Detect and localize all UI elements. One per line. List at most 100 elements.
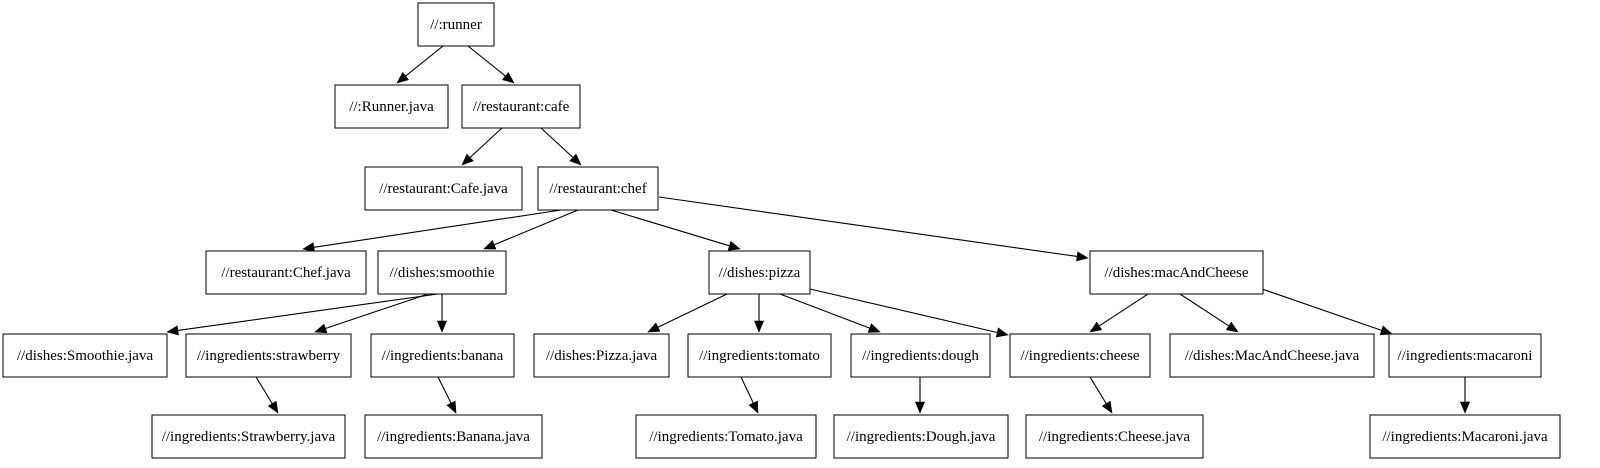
graph-node[interactable]: //dishes:MacAndCheese.java [1169,333,1375,378]
edge-arrowhead [461,153,474,166]
node-box[interactable] [1089,250,1264,295]
node-label: //:runner [430,17,482,33]
edge-arrowhead [446,400,457,414]
graph-node[interactable]: //ingredients:banana [370,333,515,378]
node-box[interactable] [364,166,523,211]
graph-node[interactable]: //dishes:Smoothie.java [2,333,168,378]
node-box[interactable] [334,84,449,129]
graph-edge [405,45,444,77]
node-label: //ingredients:dough [862,348,979,364]
edge-arrowhead [1089,321,1103,333]
graph-node[interactable]: //ingredients:Dough.java [833,414,1009,459]
graph-edge [437,376,452,404]
edge-arrowhead [1076,251,1089,262]
node-label: //ingredients:Strawberry.java [162,429,336,445]
edge-arrowhead [727,240,741,251]
graph-node[interactable]: //dishes:smoothie [377,250,507,295]
node-label: //dishes:macAndCheese [1104,265,1248,281]
edge-arrowhead [436,320,448,333]
graph-edge [809,288,998,334]
graph-node[interactable]: //restaurant:Chef.java [205,250,367,295]
graph-node[interactable]: //ingredients:cheese [1009,333,1151,378]
graph-node[interactable]: //ingredients:Tomato.java [635,414,817,459]
edge-arrowhead [1459,401,1471,414]
graph-edge [177,293,439,332]
graph-edge [658,196,1078,257]
node-label: //ingredients:banana [382,348,504,364]
node-label: //ingredients:tomato [699,348,820,364]
graph-edge [779,293,870,329]
graph-node[interactable]: //ingredients:strawberry [185,333,352,378]
edge-arrowhead [647,322,661,333]
node-label: //ingredients:Dough.java [847,429,996,445]
graph-node[interactable]: //ingredients:Banana.java [364,414,543,459]
graph-node[interactable]: //dishes:pizza [708,250,811,295]
edge-arrowhead [314,323,328,334]
edge-arrowhead [867,323,881,333]
node-box[interactable] [1009,333,1151,378]
node-label: //ingredients:Banana.java [377,429,530,445]
node-label: //restaurant:chef [549,181,646,197]
node-box[interactable] [461,84,581,129]
node-box[interactable] [205,250,367,295]
graph-node[interactable]: //ingredients:dough [850,333,991,378]
node-box[interactable] [1025,414,1204,459]
edge-arrowhead [502,71,515,84]
edge-arrowhead [483,240,497,250]
node-box[interactable] [185,333,352,378]
edge-arrowhead [267,400,279,414]
graph-node[interactable]: //ingredients:tomato [687,333,832,378]
node-box[interactable] [1388,333,1542,378]
graph-edge [1098,293,1149,327]
graph-edge [469,127,503,158]
node-box[interactable] [377,250,507,295]
node-box[interactable] [1169,333,1375,378]
graph-node[interactable]: //ingredients:Cheese.java [1025,414,1204,459]
node-box[interactable] [417,2,495,47]
node-label: //ingredients:Cheese.java [1039,429,1191,445]
graph-node[interactable]: //restaurant:cafe [461,84,581,129]
edge-arrowhead [569,153,582,166]
node-box[interactable] [833,414,1009,459]
node-box[interactable] [850,333,991,378]
edge-arrowhead [396,71,409,84]
edge-arrowhead [748,400,759,414]
node-label: //restaurant:Cafe.java [379,181,508,197]
graph-node[interactable]: //:runner [417,2,495,47]
node-box[interactable] [635,414,817,459]
graph-node[interactable]: //restaurant:chef [537,166,659,211]
graph-edge [1089,376,1107,404]
graph-node[interactable]: //restaurant:Cafe.java [364,166,523,211]
node-label: //restaurant:Chef.java [221,265,351,281]
edge-arrowhead [1225,321,1239,333]
graph-edge [540,127,574,158]
node-label: //ingredients:Macaroni.java [1382,429,1548,445]
node-box[interactable] [2,333,168,378]
node-box[interactable] [708,250,811,295]
node-box[interactable] [533,333,670,378]
graph-node[interactable]: //ingredients:Macaroni.java [1369,414,1561,459]
node-label: //ingredients:strawberry [197,348,341,364]
nodes-layer: //:runner //:Runner.java //restaurant:cafe… [2,2,1561,459]
graph-node[interactable]: //dishes:Pizza.java [533,333,670,378]
node-box[interactable] [537,166,659,211]
graph-edge [1179,293,1230,327]
edge-arrowhead [995,327,1009,338]
graph-node[interactable]: //ingredients:macaroni [1388,333,1542,378]
node-box[interactable] [151,414,346,459]
node-label: //:Runner.java [349,99,434,115]
edge-arrowhead [753,320,765,333]
node-box[interactable] [687,333,832,378]
graph-node[interactable]: //dishes:macAndCheese [1089,250,1264,295]
node-box[interactable] [1369,414,1561,459]
node-label: //ingredients:macaroni [1398,348,1533,364]
node-label: //dishes:smoothie [390,265,495,281]
node-box[interactable] [364,414,543,459]
graph-edge [657,293,728,328]
graph-edge [313,209,562,248]
graph-node[interactable]: //:Runner.java [334,84,449,129]
edge-arrowhead [1379,325,1393,336]
node-box[interactable] [370,333,515,378]
graph-node[interactable]: //ingredients:Strawberry.java [151,414,346,459]
